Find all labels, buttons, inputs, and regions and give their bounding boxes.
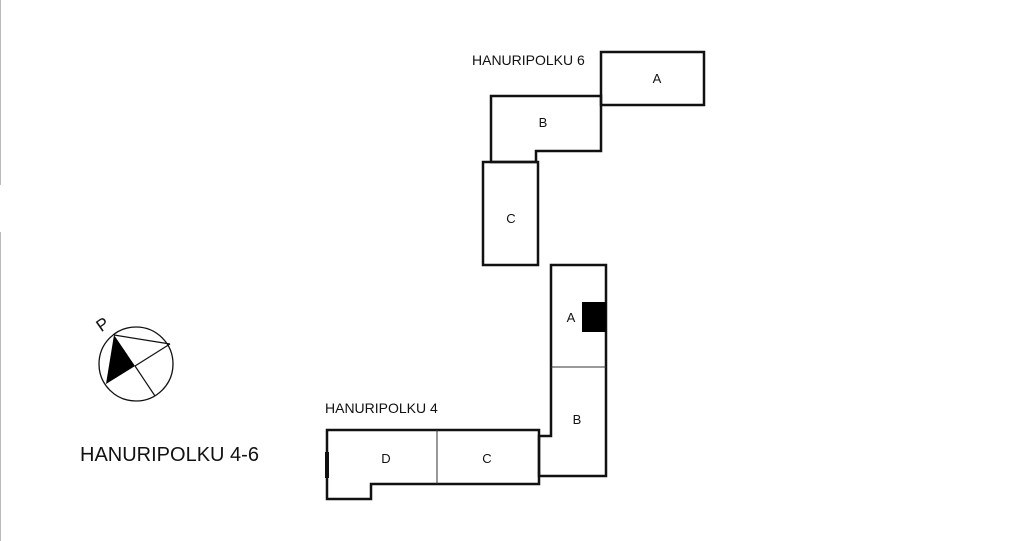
plan-title: HANURIPOLKU 4-6	[80, 444, 259, 466]
section-label: A	[567, 310, 576, 325]
section-label: D	[381, 451, 390, 466]
compass-north-label: P	[93, 314, 113, 336]
building-hanuripolku-4: HANURIPOLKU 4 A B C D	[325, 263, 608, 501]
north-arrow-icon	[106, 335, 135, 384]
section-label: C	[506, 211, 515, 226]
building-label: HANURIPOLKU 6	[472, 52, 585, 68]
entrance-marker	[582, 302, 606, 332]
building-label: HANURIPOLKU 4	[325, 400, 438, 416]
section-label: B	[539, 115, 548, 130]
building-hanuripolku-6: HANURIPOLKU 6 A B C	[472, 50, 706, 267]
section-cd-outline	[325, 428, 541, 501]
section-a-outline	[599, 50, 706, 107]
section-ab-outline	[537, 263, 608, 478]
compass: P	[93, 314, 174, 402]
section-label: C	[482, 451, 491, 466]
section-c-outline	[481, 160, 540, 267]
section-label: A	[653, 71, 662, 86]
section-label: B	[573, 412, 582, 427]
compass-circle	[98, 326, 174, 402]
